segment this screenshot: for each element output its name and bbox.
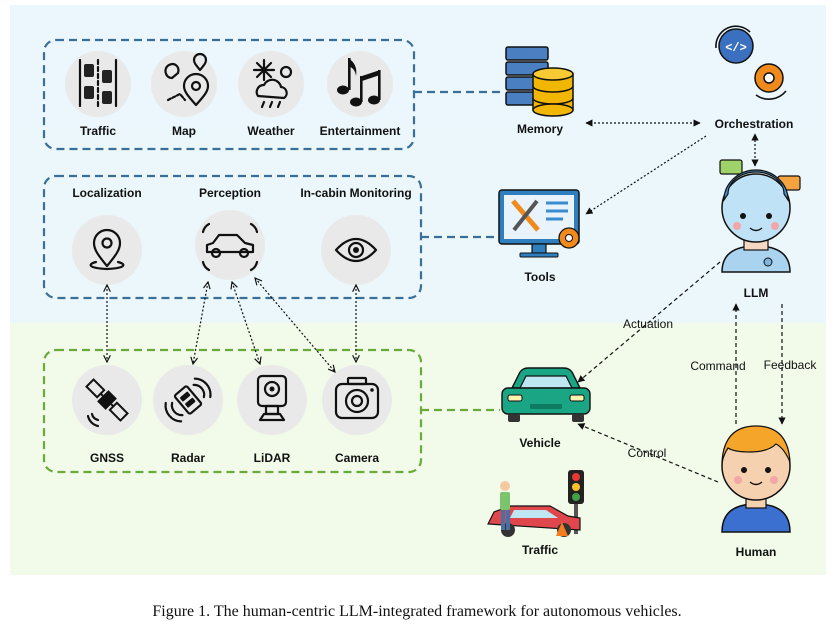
orchestration-label: Orchestration	[715, 117, 794, 131]
car-icon	[501, 367, 591, 422]
info-label-traffic: Traffic	[80, 124, 116, 138]
function-label-localization: Localization	[72, 186, 141, 200]
actuation-label: Actuation	[623, 317, 673, 331]
llm-node: LLM	[719, 159, 801, 300]
vehicle-label: Vehicle	[519, 436, 561, 450]
control-links	[577, 261, 786, 483]
figure-caption: Figure 1. The human-centric LLM-integrat…	[152, 603, 681, 620]
actuation-arrow	[577, 261, 721, 383]
traffic-scene-node: Traffic	[487, 470, 584, 557]
radar-icon	[153, 365, 223, 435]
person-avatar-icon	[721, 425, 791, 533]
info-item-traffic: Traffic	[65, 51, 131, 138]
sensor-item-camera: Camera	[322, 365, 392, 465]
memory-node: Memory	[505, 46, 574, 136]
function-item-perception: Perception	[195, 186, 265, 280]
code-gear-icon: </>	[715, 25, 787, 100]
sensor-label-camera: Camera	[335, 451, 379, 465]
memory-label: Memory	[517, 122, 563, 136]
sensor-item-lidar: LiDAR	[237, 365, 307, 465]
info-label-weather: Weather	[247, 124, 294, 138]
llm-label: LLM	[744, 286, 769, 300]
info-label-map: Map	[172, 124, 196, 138]
sensor-label-lidar: LiDAR	[254, 451, 291, 465]
control-label: Control	[628, 446, 667, 460]
sensor-item-radar: Radar	[153, 365, 223, 465]
robot-avatar-icon	[719, 159, 801, 273]
info-item-weather: Weather	[238, 51, 304, 138]
feedback-label: Feedback	[764, 358, 818, 372]
sensor-label-gnss: GNSS	[90, 451, 124, 465]
node-links	[585, 119, 759, 215]
human-node: Human	[721, 425, 791, 559]
lidar-icon	[237, 365, 307, 435]
sensor-label-radar: Radar	[171, 451, 205, 465]
car-sensing-icon	[195, 210, 265, 280]
function-item-in-cabin-monitoring: In-cabin Monitoring	[300, 186, 412, 285]
info-item-map: Map	[151, 51, 217, 138]
control-arrow	[577, 423, 719, 483]
database-icon	[505, 46, 574, 117]
upper-region	[10, 5, 826, 323]
traffic-scene-icon	[487, 470, 584, 537]
svg-text:</>: </>	[725, 41, 747, 55]
orchestration-node: </> Orchestration	[715, 25, 794, 131]
monitor-tools-icon	[498, 189, 580, 258]
tools-node: Tools	[498, 189, 580, 284]
tools-label: Tools	[524, 270, 555, 284]
traffic-scene-label: Traffic	[522, 543, 558, 557]
command-label: Command	[690, 359, 745, 373]
info-label-entertainment: Entertainment	[320, 124, 401, 138]
information-group-box	[42, 38, 416, 151]
function-item-localization: Localization	[72, 186, 142, 285]
function-label-perception: Perception	[199, 186, 261, 200]
function-sensor-links	[107, 278, 356, 372]
human-label: Human	[736, 545, 777, 559]
info-item-entertainment: Entertainment	[320, 51, 401, 138]
function-label-in-cabin-monitoring: In-cabin Monitoring	[300, 186, 411, 200]
location-pin-icon	[72, 215, 142, 285]
lower-region	[10, 323, 826, 575]
sensor-item-gnss: GNSS	[72, 365, 142, 465]
vehicle-node: Vehicle	[501, 367, 591, 450]
camera-icon	[322, 365, 392, 435]
